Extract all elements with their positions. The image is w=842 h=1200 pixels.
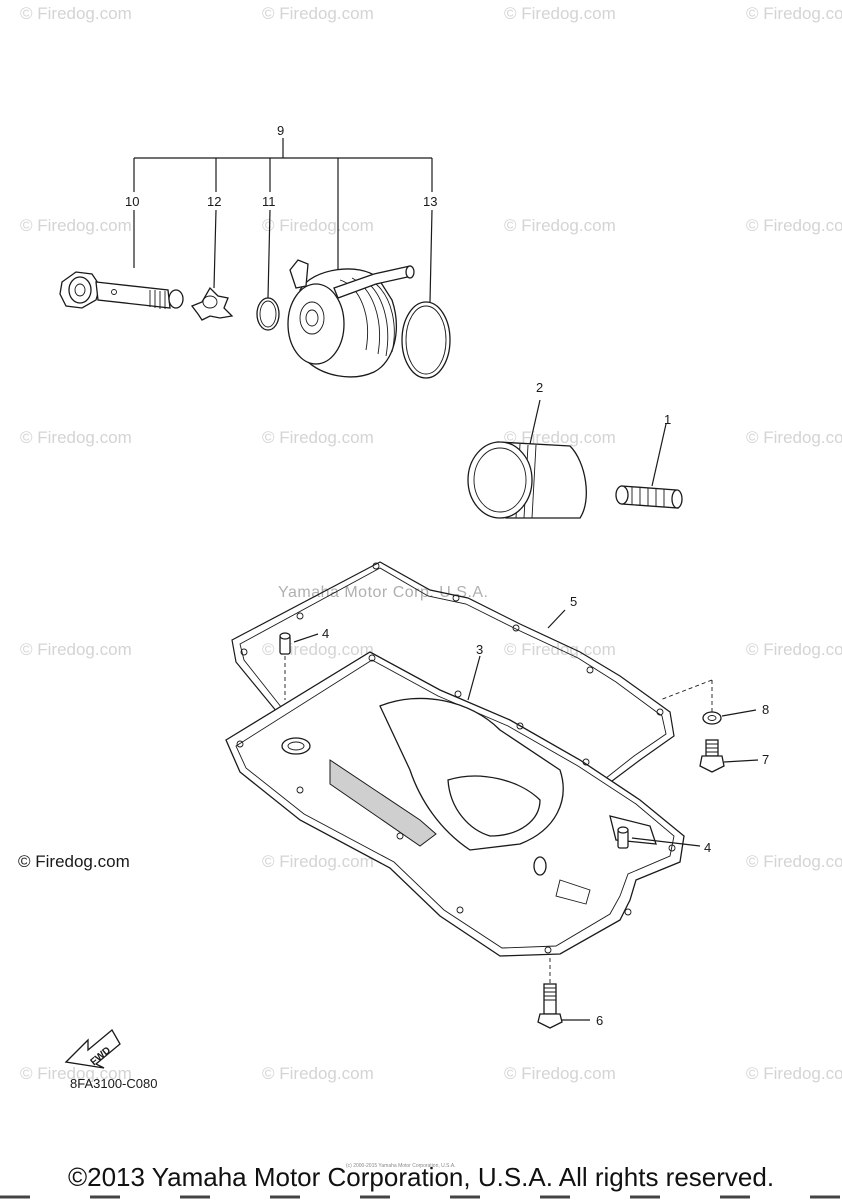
watermark: © Firedog.com [20, 4, 132, 23]
union-bolt-part-10 [59, 271, 184, 309]
tiny-copyright-notice: (c) 2000-2015 Yamaha Motor Corporation, … [346, 1163, 456, 1169]
small-o-ring-part-11 [256, 297, 280, 331]
oil-filter-part-2 [467, 399, 587, 519]
watermark: © Firedog.com [746, 428, 842, 447]
forward-direction-arrow: FWD [64, 1029, 121, 1069]
corner-credit-text: © Firedog.com [18, 852, 130, 871]
callout-4-upper: 4 [322, 626, 329, 641]
callout-11: 11 [262, 194, 276, 209]
oil-cooler-assembly [287, 259, 415, 378]
watermark: © Firedog.com [262, 4, 374, 23]
watermark: © Firedog.com [262, 852, 374, 871]
callout-numbers: 9 10 12 11 13 2 1 5 4 3 8 7 4 6 [125, 123, 769, 1028]
watermark: © Firedog.com [504, 216, 616, 235]
dowel-pin-part-4-upper [279, 632, 319, 700]
callout-1: 1 [664, 412, 671, 427]
threaded-stud-part-1 [615, 423, 683, 509]
callout-4-lower: 4 [704, 840, 711, 855]
group-9-leader-tree [133, 138, 433, 303]
large-o-ring-part-13 [401, 301, 451, 379]
dowel-pin-part-4-lower [617, 826, 701, 849]
callout-7: 7 [762, 752, 769, 767]
callout-6: 6 [596, 1013, 603, 1028]
tab-washer-part-12 [190, 286, 234, 321]
callout-2: 2 [536, 380, 543, 395]
footer-dash-row [0, 1195, 842, 1199]
oil-pan-part-3 [225, 651, 685, 957]
diagram-reference-code: 8FA3100-C080 [70, 1076, 158, 1091]
copyright-footer: ©2013 Yamaha Motor Corporation, U.S.A. A… [67, 1162, 775, 1192]
watermark: © Firedog.com [20, 1064, 132, 1083]
watermark: © Firedog.com [746, 852, 842, 871]
watermark: © Firedog.com [504, 4, 616, 23]
watermark: © Firedog.com [504, 428, 616, 447]
watermark: © Firedog.com [20, 216, 132, 235]
watermark: © Firedog.com [262, 1064, 374, 1083]
callout-10: 10 [125, 194, 139, 209]
watermark: © Firedog.com [746, 640, 842, 659]
bolt-part-6 [537, 958, 590, 1029]
watermark: © Firedog.com [504, 1064, 616, 1083]
callout-13: 13 [423, 194, 437, 209]
washer-part-8 [659, 679, 757, 725]
watermark: © Firedog.com [20, 640, 132, 659]
watermark: © Firedog.com [262, 216, 374, 235]
watermark: © Firedog.com [746, 4, 842, 23]
watermark: © Firedog.com [262, 428, 374, 447]
callout-5: 5 [570, 594, 577, 609]
callout-3: 3 [476, 642, 483, 657]
callout-9: 9 [277, 123, 284, 138]
callout-8: 8 [762, 702, 769, 717]
callout-12: 12 [207, 194, 221, 209]
drain-bolt-part-7 [699, 739, 759, 773]
watermark: © Firedog.com [20, 428, 132, 447]
watermark: © Firedog.com [746, 1064, 842, 1083]
watermark: © Firedog.com [746, 216, 842, 235]
